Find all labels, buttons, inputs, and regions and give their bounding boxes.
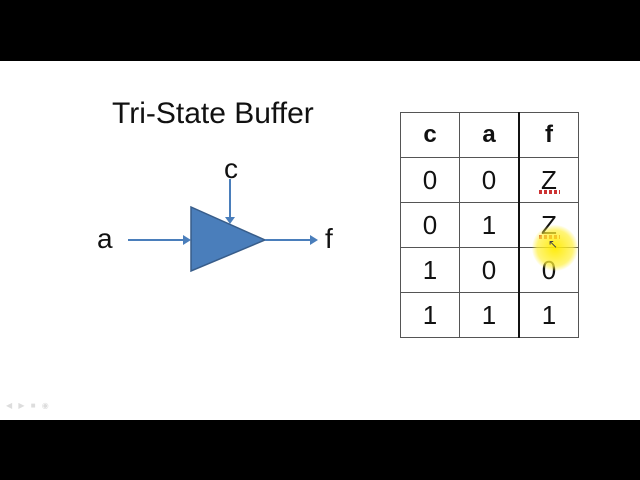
header-c: c [400,112,460,158]
truth-table: c a f 0 0 Z 0 1 Z 1 0 0 1 1 [400,112,579,338]
control-label: c [224,153,238,184]
output-arrowhead [310,235,318,245]
table-row: 0 0 Z [400,157,579,203]
cell-f-value: Z [541,164,557,195]
buffer-triangle [190,205,267,273]
cell-c: 1 [400,247,460,293]
truth-table-header-row: c a f [400,112,579,158]
slide: Tri-State Buffer c a f c a f 0 0 Z [0,61,640,420]
buffer-diagram [128,179,318,273]
input-label: a [97,223,113,254]
input-arrowhead [183,235,191,245]
slide-controls-faint: ◀ ▶ ■ ◉ [6,401,51,410]
header-f: f [518,112,579,158]
mouse-pointer-icon: ↖ [548,237,559,251]
cell-a: 1 [459,292,520,338]
slide-title: Tri-State Buffer [112,97,314,130]
control-arrowhead [225,217,235,224]
cell-a: 0 [459,157,520,203]
cell-c: 1 [400,292,460,338]
cell-f: 1 [518,292,579,338]
cell-a: 0 [459,247,520,293]
cell-c: 0 [400,157,460,203]
pointer-highlight [532,225,578,271]
cell-f: Z [518,157,579,203]
table-row: 1 1 1 [400,292,579,338]
header-a: a [459,112,520,158]
cell-c: 0 [400,202,460,248]
cell-a: 1 [459,202,520,248]
output-label: f [325,223,333,254]
spellcheck-underline [539,189,560,194]
